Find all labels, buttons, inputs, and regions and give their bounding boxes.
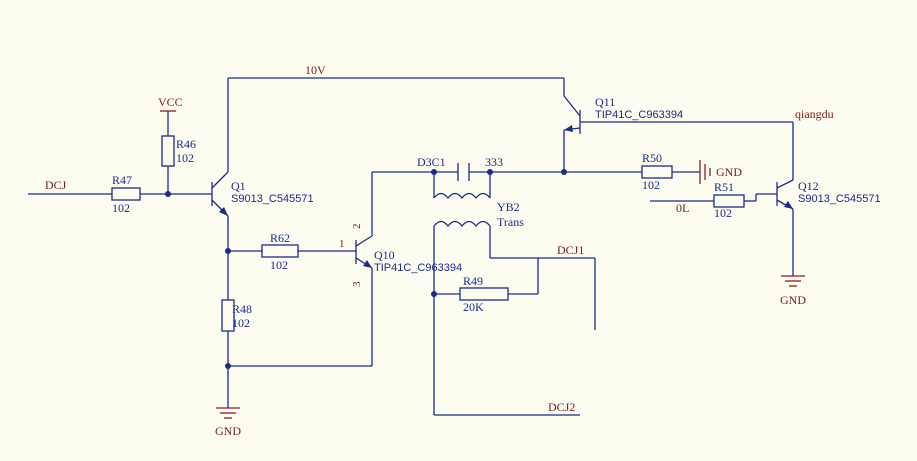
r46-value: 102 [176,151,194,165]
gnd-q12-label: GND [780,293,806,307]
r48-designator: R48 [232,302,252,316]
r49-value: 20K [463,300,484,314]
q10-pin-emitter: 3 [351,281,363,287]
r51-value: 102 [714,206,732,220]
q12-designator: Q12 [798,179,819,193]
junction-dot [561,169,567,175]
r50-designator: R50 [642,151,662,165]
q1-part: S9013_C545571 [231,193,314,205]
q12-part: S9013_C545571 [798,193,881,205]
r50-value: 102 [642,178,660,192]
junction-dot [225,248,231,254]
vcc-label: VCC [158,95,183,109]
wires [28,77,794,416]
transformer-type: Trans [497,215,524,229]
gnd-symbol-r50: GND [699,160,742,184]
q11-designator: Q11 [595,95,615,109]
resistor-r51[interactable]: R51 102 [713,180,745,220]
resistor-r47[interactable]: R47 102 [111,173,141,215]
q11-part: TIP41C_C963394 [595,109,683,121]
q10-part: TIP41C_C963394 [374,262,462,274]
vcc-port: VCC [158,95,183,112]
transformer-yb2[interactable]: YB2 Trans [433,192,524,230]
q1-designator: Q1 [231,179,246,193]
net-dcj2: DCJ2 [548,400,575,414]
net-dcj1: DCJ1 [557,243,584,257]
resistor-r48[interactable]: R48 102 [221,299,252,332]
q10-pin-collector: 2 [351,224,363,230]
r47-value: 102 [112,201,130,215]
r49-designator: R49 [463,274,483,288]
transformer-designator: YB2 [497,200,520,214]
gnd-left-label: GND [215,424,241,438]
r47-designator: R47 [112,173,132,187]
junction-dot [487,169,493,175]
transistor-q11[interactable]: Q11 TIP41C_C963394 [563,95,683,134]
resistor-r50[interactable]: R50 102 [641,151,673,192]
resistor-r46[interactable]: R46 102 [161,135,196,167]
resistor-r49[interactable]: R49 20K [459,274,509,314]
transistor-q1[interactable]: Q1 S9013_C545571 [211,171,314,217]
r46-designator: R46 [176,137,196,151]
q10-pin-base: 1 [339,238,345,250]
gnd-r50-label: GND [716,165,742,179]
gnd-symbol-q12: GND [780,275,806,307]
junction-dot [431,291,437,297]
r51-designator: R51 [714,180,734,194]
q10-designator: Q10 [374,248,395,262]
transistor-q10[interactable]: Q10 TIP41C_C963394 1 2 3 [339,224,462,288]
transistor-q12[interactable]: Q12 S9013_C545571 [776,179,881,210]
net-0l: 0L [676,201,689,215]
junction-dot [431,169,437,175]
capacitor-value: 333 [485,155,503,169]
junction-dot [165,191,171,197]
r62-designator: R62 [270,231,290,245]
net-qiangdu: qiangdu [795,107,834,121]
capacitor-d3c1[interactable]: D3C1 333 [417,155,503,181]
gnd-symbol-left: GND [215,407,241,438]
resistor-r62[interactable]: R62 102 [261,231,299,272]
junction-dot [225,363,231,369]
r48-value: 102 [232,316,250,330]
capacitor-designator: D3C1 [417,155,446,169]
net-10v: 10V [305,63,326,77]
junctions [165,169,567,369]
r62-value: 102 [270,258,288,272]
net-dcj: DCJ [45,178,67,192]
